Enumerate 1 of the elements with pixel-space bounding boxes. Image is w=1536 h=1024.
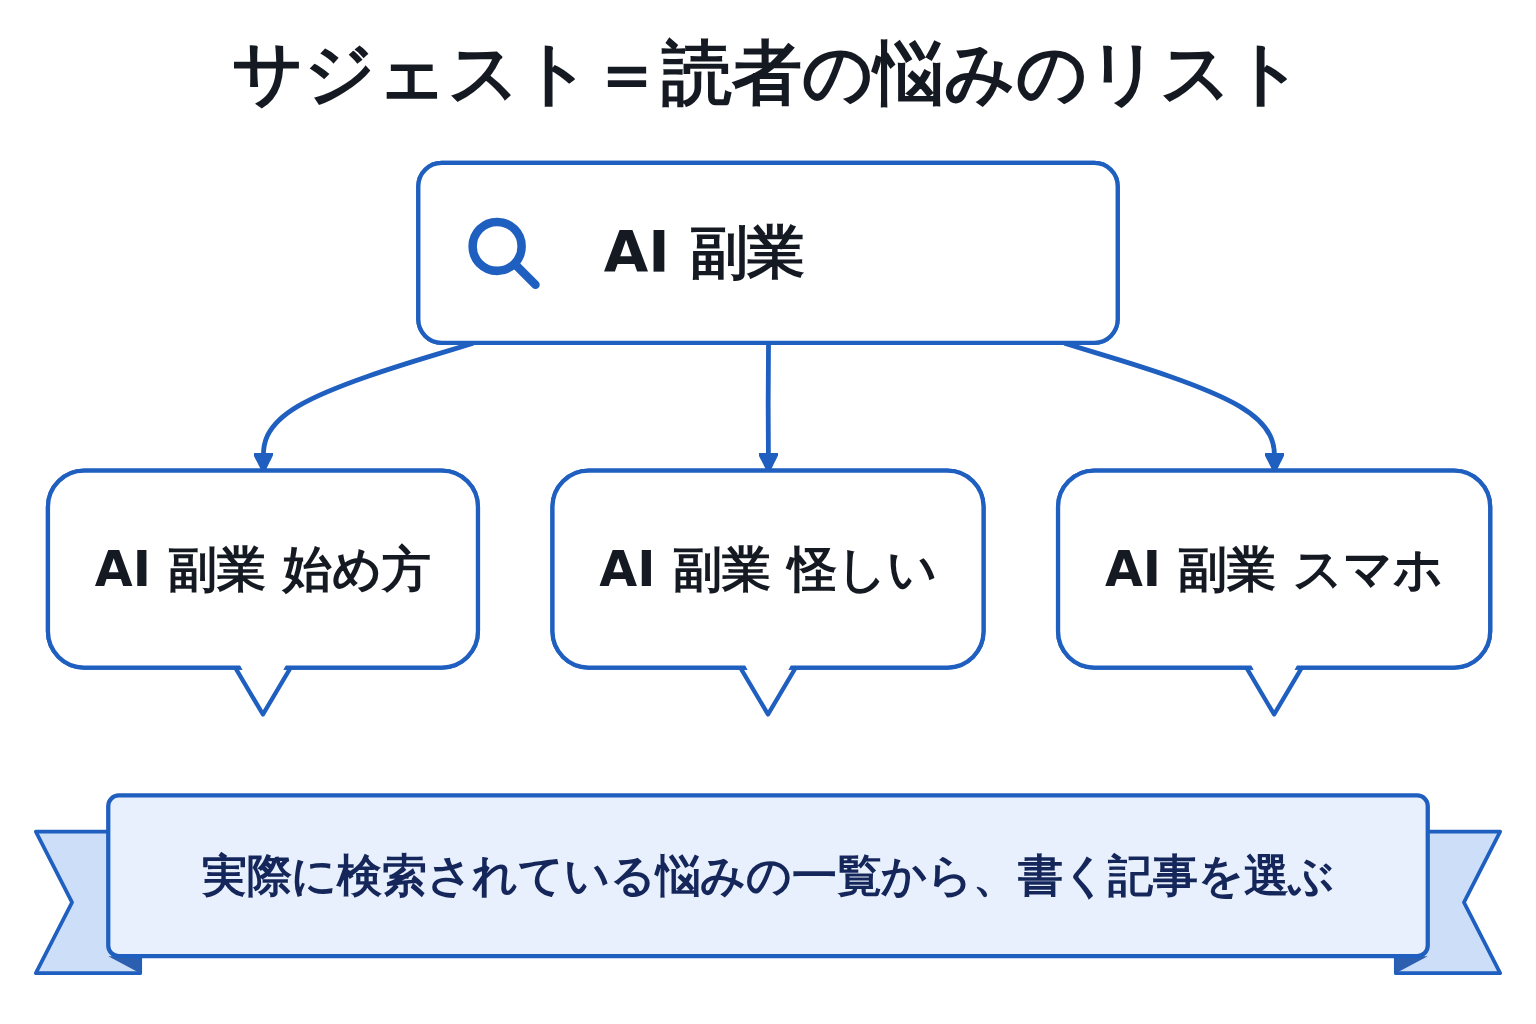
title: サジェスト＝読者の悩みのリスト <box>232 31 1304 110</box>
